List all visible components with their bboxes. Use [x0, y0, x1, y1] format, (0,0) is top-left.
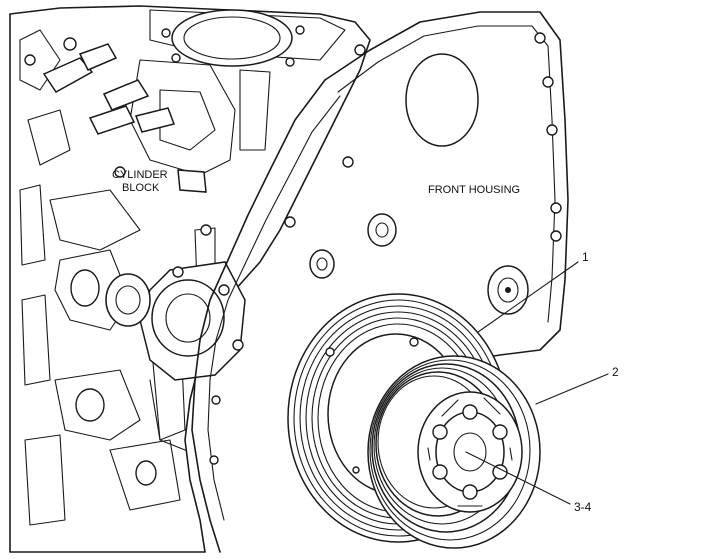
callout-3-4: 3-4 — [574, 500, 592, 514]
front-housing-label: FRONT HOUSING — [428, 184, 520, 196]
leader-line-2 — [535, 373, 609, 405]
pulley — [367, 355, 541, 549]
water-pump — [105, 261, 246, 451]
cylinder-block — [9, 5, 371, 553]
cylinder-block-label-line2: BLOCK — [122, 182, 160, 194]
cylinder-block-label-line1: CYLINDER — [112, 169, 168, 181]
callout-1: 1 — [582, 250, 589, 264]
callout-2: 2 — [612, 365, 619, 379]
leader-line-1 — [477, 261, 579, 333]
leader-line-3 — [465, 451, 571, 505]
front-housing — [191, 11, 569, 553]
